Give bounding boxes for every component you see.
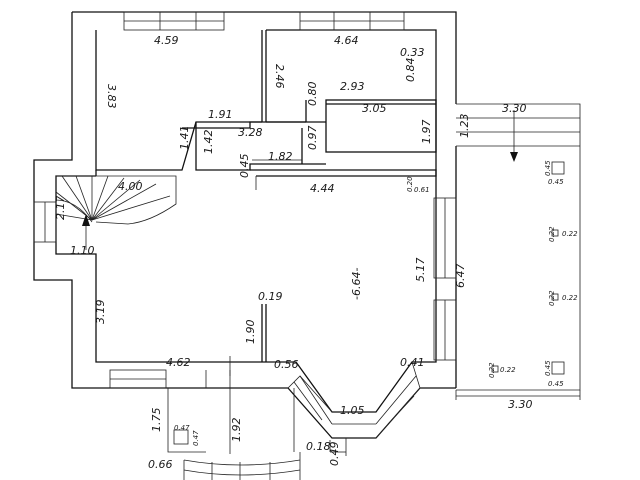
dim-label: 0.80 [306, 82, 319, 107]
interior-walls [182, 99, 437, 362]
dim-label: 1.82 [268, 150, 293, 163]
dim-label: 1.75 [150, 408, 163, 433]
staircase [55, 175, 177, 250]
dim-label: 4.64 [334, 34, 359, 47]
dim-label: 2.46 [273, 64, 286, 89]
dimension-lines [229, 159, 302, 376]
dim-label: 1.10 [70, 244, 95, 257]
pillar-label: 0.45 [544, 160, 552, 176]
pillar-label: 0.22 [562, 294, 578, 302]
dim-label: 3.30 [508, 398, 533, 411]
windows [33, 11, 457, 389]
pillar-label: 0.47 [174, 424, 190, 432]
dim-label: 3.05 [362, 102, 387, 115]
dim-label: 0.41 [400, 356, 425, 369]
dim-label: 0.49 [328, 442, 341, 467]
dim-label: 4.00 [118, 180, 143, 193]
dim-label: 4.62 [166, 356, 191, 369]
dim-label: 3.19 [94, 300, 107, 325]
dim-label: 1.91 [208, 108, 233, 121]
dim-label: 1.05 [340, 404, 365, 417]
dim-label: 1.92 [230, 418, 243, 443]
dim-label: 2.17 [54, 196, 67, 221]
dim-label: 0.66 [148, 458, 173, 471]
pillar-label: 0.22 [562, 230, 578, 238]
dim-label: 0.45 [238, 154, 251, 179]
pillar-labels: 0.45 0.45 0.22 0.22 0.22 0.22 0.22 0.22 … [174, 160, 578, 446]
dim-label: 4.44 [310, 182, 335, 195]
dim-label: 5.17 [414, 258, 427, 283]
dim-label: 1.23 [458, 114, 471, 139]
dim-label: 0.19 [258, 290, 283, 303]
dim-label: 2.93 [340, 80, 365, 93]
dim-label: 0.84 [404, 58, 417, 83]
pillar-label: 0.47 [192, 430, 200, 446]
outer-wall [33, 11, 457, 439]
terrace [455, 103, 581, 400]
pillar-label: 0.22 [548, 290, 556, 306]
dim-label: 1.41 [178, 126, 191, 151]
pillar-label: 0.45 [548, 380, 564, 388]
dim-label: 1.97 [420, 120, 433, 145]
dim-label: 1.90 [244, 320, 257, 345]
dim-label: 0.97 [306, 126, 319, 151]
dim-label: 3.83 [105, 84, 118, 109]
dim-label: 6.47 [454, 264, 467, 289]
dim-label: -6.64- [350, 268, 363, 300]
dim-label: 4.59 [154, 34, 179, 47]
pillar-label: 0.22 [500, 366, 516, 374]
entrance-porch [167, 370, 347, 480]
dim-label: 0.18 [306, 440, 331, 453]
bay-window [287, 361, 421, 439]
dim-label: 1.42 [202, 130, 215, 155]
dim-label: 3.28 [238, 126, 263, 139]
pillar-label: 0.22 [488, 362, 496, 378]
dim-label: 0.56 [274, 358, 299, 371]
pillar-label: 0.45 [544, 360, 552, 376]
dim-label: 3.30 [502, 102, 527, 115]
dim-label: 0.20 [406, 176, 414, 192]
dimension-labels: 4.59 4.64 0.33 0.84 3.83 2.46 2.93 0.80 … [54, 34, 533, 471]
pillar-label: 0.45 [548, 178, 564, 186]
pillar-label: 0.22 [548, 226, 556, 242]
dim-label: 0.61 [414, 186, 430, 194]
dim-label: 0.33 [400, 46, 425, 59]
